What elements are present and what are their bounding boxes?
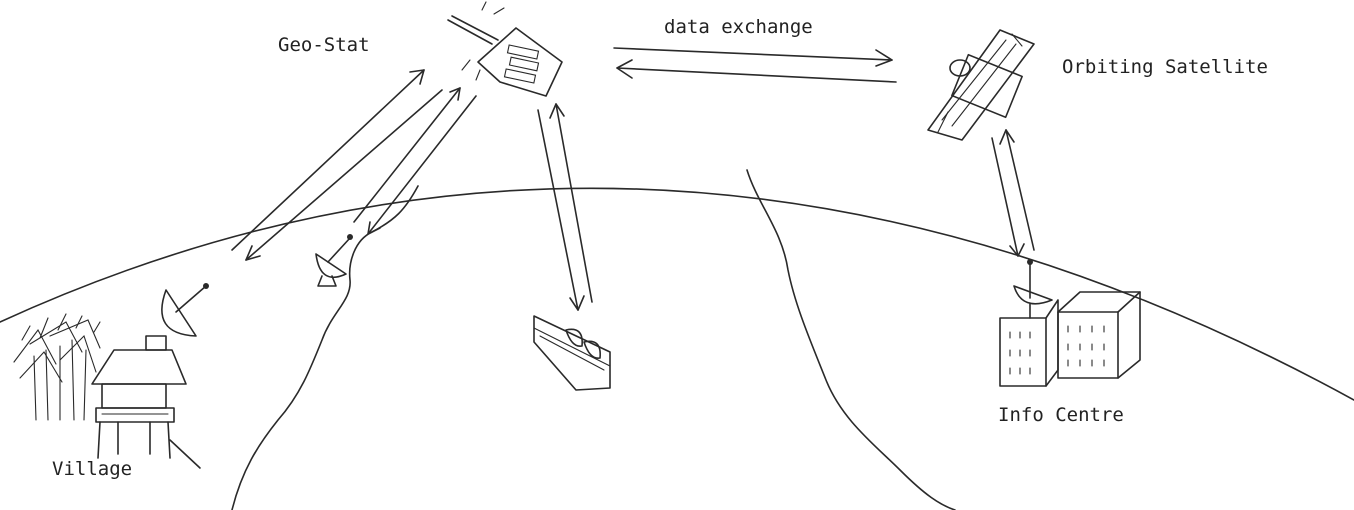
ground-dish-icon [316, 234, 353, 286]
coastline-left [232, 186, 418, 510]
info-centre-label: Info Centre [998, 404, 1124, 426]
geo-stat-label: Geo-Stat [278, 34, 370, 56]
village-hut-icon [92, 350, 200, 468]
village-uplink-arrows [232, 70, 442, 260]
info-centre-downlink-arrows [992, 130, 1034, 256]
info-centre-buildings-icon [1000, 259, 1140, 386]
ship-icon [534, 316, 610, 390]
village-label: Village [52, 458, 132, 480]
data-exchange-label: data exchange [664, 16, 813, 38]
geo-stat-satellite-icon [448, 2, 562, 96]
village-trees-icon [14, 314, 100, 420]
ship-uplink-arrows [538, 104, 592, 310]
orbiting-satellite-label: Orbiting Satellite [1062, 56, 1268, 78]
ground-dish-uplink-arrows [354, 88, 476, 234]
coastline-right [747, 170, 955, 510]
data-exchange-arrows [614, 48, 896, 82]
village-dish-icon [146, 283, 209, 350]
orbiting-satellite-icon [928, 30, 1034, 140]
earth-horizon [0, 188, 1354, 400]
